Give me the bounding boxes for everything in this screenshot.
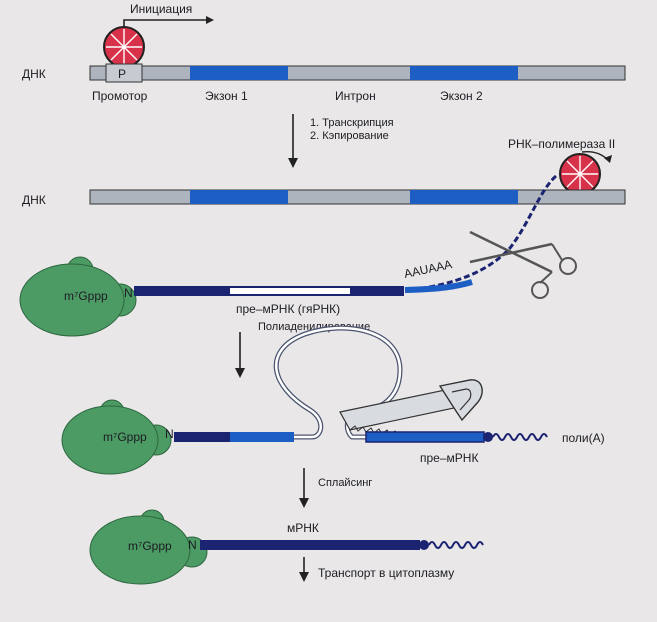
scissors-icon	[469, 230, 577, 299]
exon2-with-polya	[365, 431, 548, 443]
arrow-down-icon	[299, 468, 309, 508]
exon2-segment	[410, 66, 518, 80]
dna-label-2: ДНК	[22, 193, 46, 207]
cap-complex-icon	[61, 399, 172, 475]
nascent-rna-curve	[404, 174, 558, 292]
arrow-down-icon	[299, 557, 309, 582]
mrna-label: мРНК	[287, 521, 319, 535]
rna-polymerase-icon	[559, 150, 612, 195]
dna-label-1: ДНК	[22, 67, 46, 81]
cap-label-2: m⁷Gppp	[103, 430, 147, 444]
pre-mrna-label: пре–мРНК	[420, 451, 478, 465]
polymerase-initiation-icon	[103, 26, 145, 68]
mature-mrna-strand	[200, 540, 484, 550]
exon1-segment	[190, 66, 288, 80]
n-label-1: N	[124, 286, 133, 300]
cap-complex-icon	[19, 256, 137, 337]
transport-label: Транспорт в цитоплазму	[318, 566, 454, 580]
poly-a-label: поли(A)	[562, 431, 605, 445]
promoter-box-label: P	[118, 67, 126, 81]
promoter-box	[105, 63, 143, 83]
intron-label: Интрон	[335, 89, 376, 103]
pre-mrna-hnrna-label: пре–мРНК (гяРНК)	[236, 302, 340, 316]
step-transcription: 1. Транскрипция	[310, 117, 394, 129]
polya-signal-label: AAUAAA	[403, 257, 454, 281]
dna-strand-2	[89, 189, 626, 205]
arrow-down-icon	[235, 332, 245, 378]
splicing-label: Сплайсинг	[318, 477, 372, 489]
step-capping: 2. Кэпирование	[310, 130, 389, 142]
exon1-label: Экзон 1	[205, 89, 248, 103]
arrow-down-icon	[288, 114, 298, 168]
exon2-label: Экзон 2	[440, 89, 483, 103]
cap-complex-icon	[89, 509, 208, 585]
saw-icon	[339, 379, 483, 441]
rna-pol-label: РНК–полимераза II	[508, 137, 615, 151]
n-label-3: N	[188, 538, 197, 552]
pre-mrna-strand-1	[134, 286, 404, 296]
cap-label-1: m⁷Gppp	[64, 289, 108, 303]
dna-strand-1	[89, 63, 626, 83]
initiation-arrow	[123, 16, 214, 27]
cap-label-3: m⁷Gppp	[128, 539, 172, 553]
promoter-label: Промотор	[92, 89, 148, 103]
initiation-label: Инициация	[130, 2, 192, 16]
n-label-2: N	[165, 427, 174, 441]
